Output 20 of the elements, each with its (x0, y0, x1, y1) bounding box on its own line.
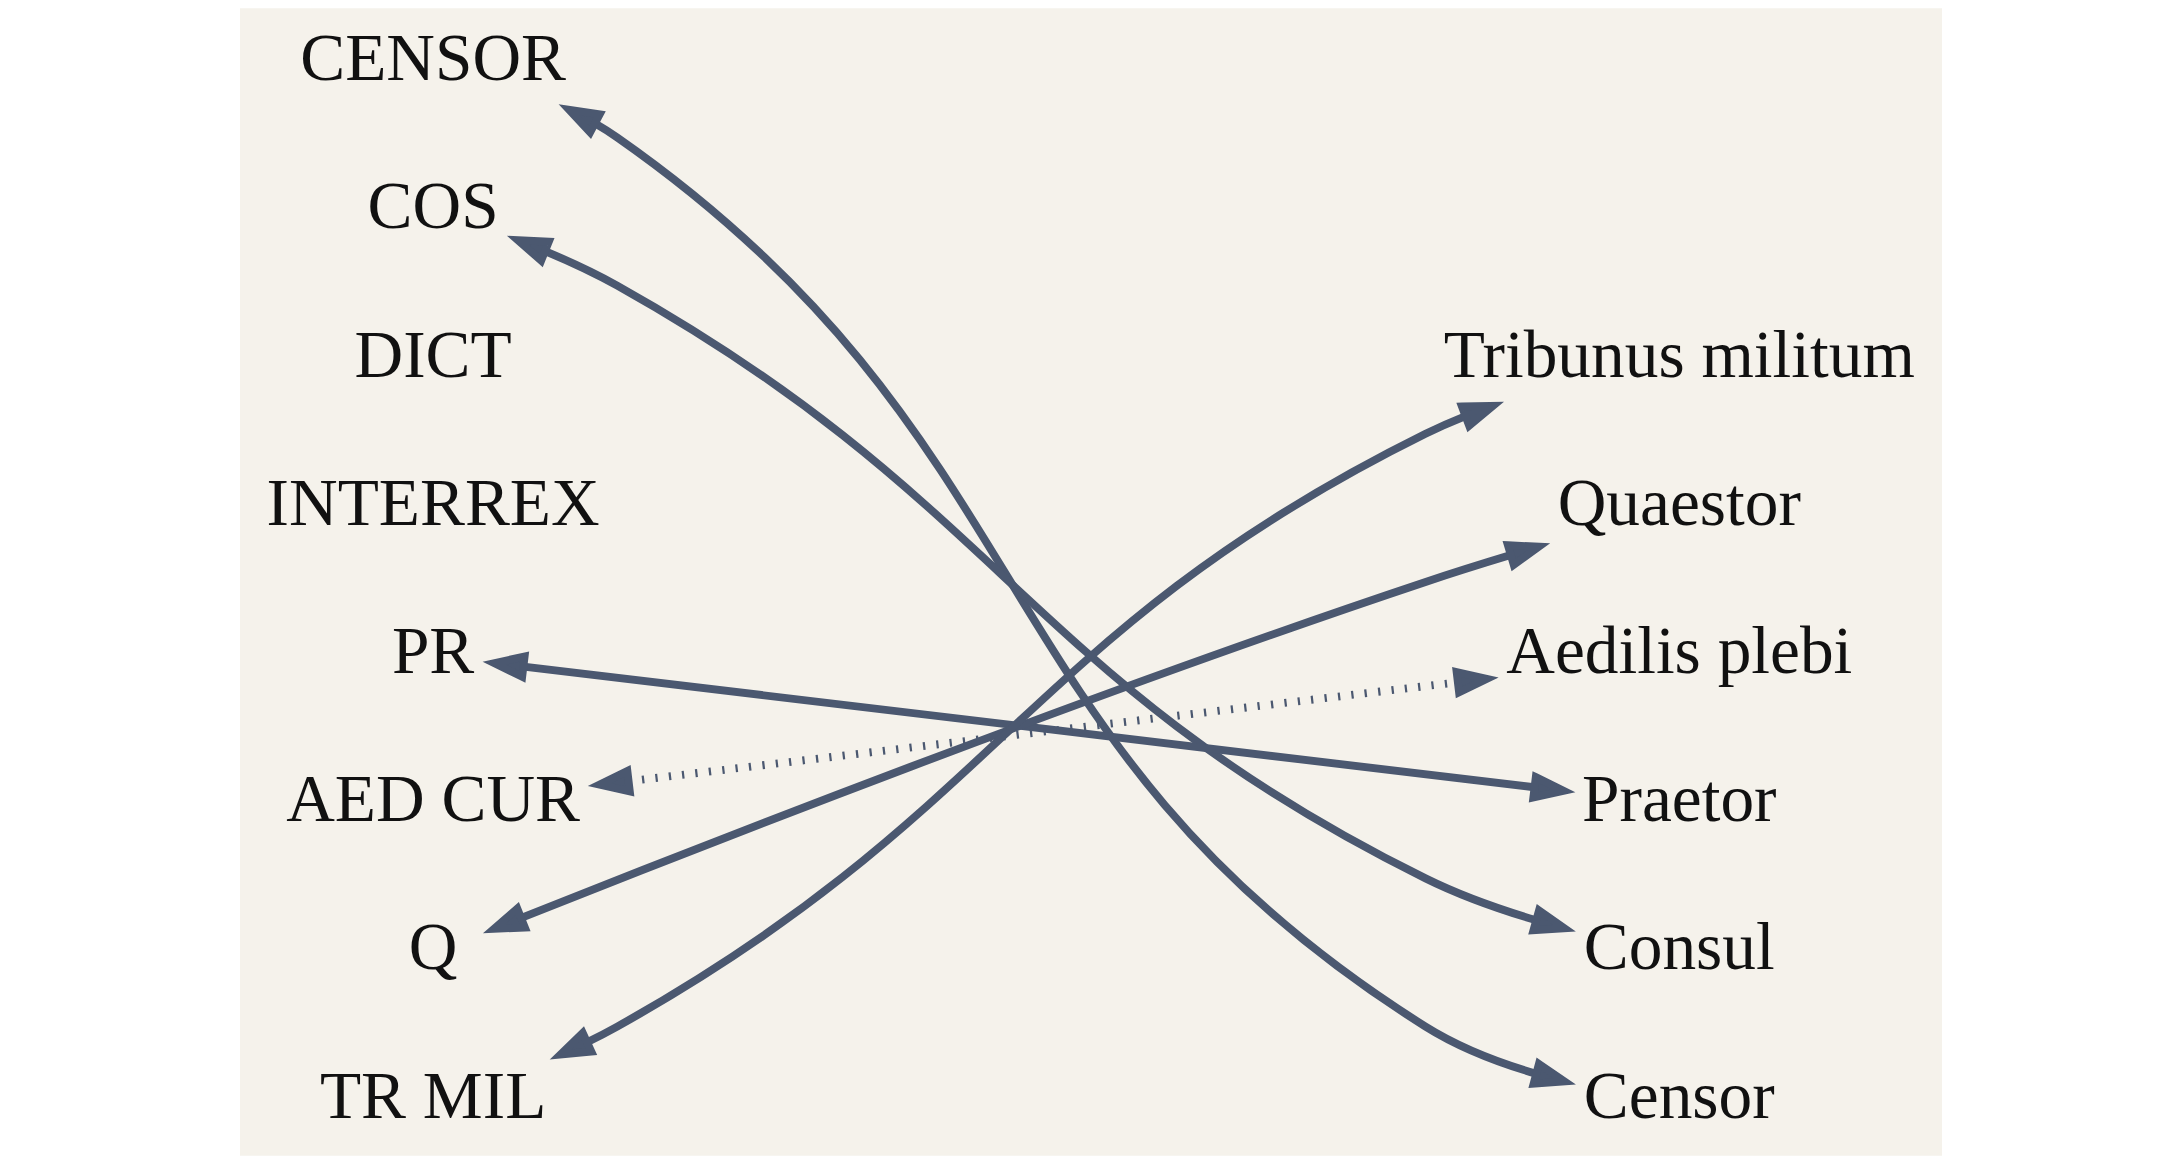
node-text: Consul (1583, 909, 1775, 985)
node-text: Aedilis plebi (1505, 612, 1852, 688)
node-text: PR (391, 612, 474, 688)
arrow (549, 401, 1504, 1060)
arrow (587, 667, 1499, 797)
node-text: INTERREX (266, 464, 600, 540)
node-text: DICT (354, 316, 512, 392)
node-text: COS (367, 168, 499, 244)
node-text: CENSOR (299, 20, 566, 96)
arrow (558, 104, 1576, 1088)
node-text: Tribunus militum (1443, 316, 1915, 392)
arrow (506, 235, 1576, 935)
arrow (482, 541, 1550, 934)
node-text: Quaestor (1557, 464, 1801, 540)
node-text: Q (408, 909, 457, 985)
node-text: TR MIL (319, 1057, 546, 1133)
arrow (482, 651, 1575, 803)
node-text: Censor (1583, 1057, 1775, 1133)
node-text: Praetor (1581, 761, 1777, 837)
node-text: AED CUR (285, 761, 580, 837)
